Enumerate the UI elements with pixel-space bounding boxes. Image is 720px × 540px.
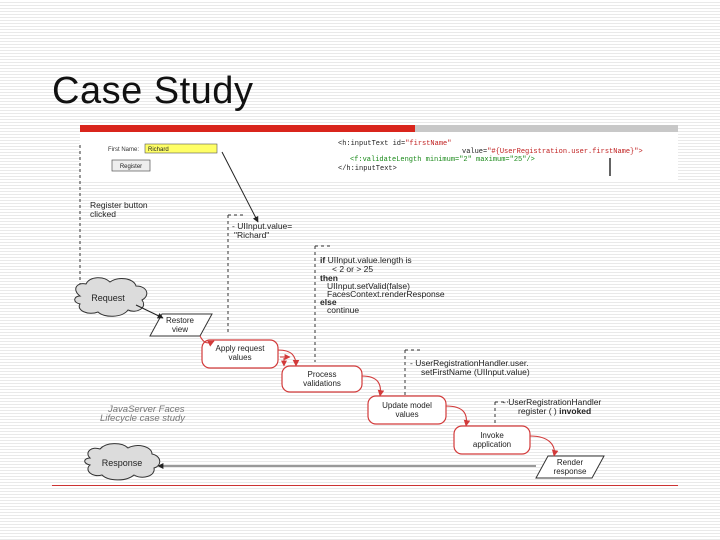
code-line-4: </h:inputText> bbox=[338, 165, 397, 173]
invoke-note-line-2: register ( ) invoked bbox=[518, 406, 591, 416]
invoke-note-line-1: - UserRegistrationHandler bbox=[503, 397, 601, 407]
first-name-value: Richard bbox=[148, 147, 169, 153]
restore-label-1: Restore bbox=[166, 316, 195, 325]
invoke-note-call: register ( ) bbox=[518, 406, 559, 416]
restore-view-box: Restore view bbox=[149, 313, 213, 337]
code-line-1-value: "firstName" bbox=[405, 140, 451, 148]
phase-flow-arrows bbox=[199, 335, 559, 457]
uiinput-note-line-1: - UIInput.value= bbox=[232, 221, 292, 231]
dashed-connectors bbox=[79, 145, 508, 430]
validate-render: FacesContext.renderResponse bbox=[327, 289, 445, 299]
validate-continue: continue bbox=[327, 305, 359, 315]
caption-line-2: Lifecycle case study bbox=[100, 413, 186, 424]
code-line-3-attrs: minimum="2" maximum="25"/> bbox=[421, 156, 534, 164]
model-note-line-1: - UserRegistrationHandler.user. bbox=[410, 358, 529, 368]
validate-if-keyword: if bbox=[320, 255, 325, 265]
uiinput-note-line-2: "Richard" bbox=[234, 230, 269, 240]
code-line-1: <h:inputText id="firstName" bbox=[338, 140, 451, 148]
model-note-line-2: setFirstName (UIInput.value) bbox=[421, 367, 530, 377]
bottom-rule bbox=[52, 485, 678, 486]
title-underline-red bbox=[80, 125, 415, 132]
first-name-label: First Name: bbox=[108, 147, 139, 153]
render-label-2: response bbox=[554, 467, 587, 476]
request-to-restore-arrow bbox=[135, 304, 164, 319]
validate-setvalid: UIInput.setValid(false) bbox=[327, 281, 410, 291]
validate-if-rest: UIInput.value.length is bbox=[325, 255, 411, 265]
code-line-2: value="#{UserRegistration.user.firstName… bbox=[462, 148, 643, 156]
code-line-1-tag: <h:inputText id= bbox=[338, 140, 405, 148]
title-underline-gray bbox=[415, 125, 678, 132]
register-clicked-line-1: Register button bbox=[90, 200, 148, 210]
invoke-application-box: Invoke application bbox=[453, 425, 531, 455]
first-name-field bbox=[144, 143, 218, 154]
render-response-box: Render response bbox=[535, 455, 605, 479]
side-arrows bbox=[280, 354, 291, 367]
code-line-2-attr: value= bbox=[462, 148, 487, 156]
invoke-label-1: Invoke bbox=[480, 431, 504, 440]
process-validations-box: Process validations bbox=[281, 365, 363, 393]
code-line-3-tag: <f:validateLength bbox=[350, 156, 421, 164]
response-cloud: Response bbox=[84, 443, 161, 481]
apply-label-1: Apply request bbox=[216, 344, 266, 353]
validate-if-line: if UIInput.value.length is bbox=[320, 255, 412, 265]
process-label-2: validations bbox=[303, 379, 341, 388]
response-label: Response bbox=[102, 458, 143, 468]
content-panel bbox=[80, 133, 678, 181]
validate-else: else bbox=[320, 297, 337, 307]
render-label-1: Render bbox=[557, 458, 584, 467]
restore-label-2: view bbox=[172, 325, 188, 334]
code-line-3: <f:validateLength minimum="2" maximum="2… bbox=[350, 156, 535, 164]
register-button-label: Register bbox=[120, 164, 142, 170]
request-label: Request bbox=[91, 293, 125, 303]
field-to-uiinput-arrow bbox=[221, 151, 259, 223]
update-label-2: values bbox=[395, 410, 418, 419]
update-model-values-box: Update model values bbox=[367, 395, 447, 425]
register-clicked-line-2: clicked bbox=[90, 209, 116, 219]
slide-title: Case Study bbox=[52, 70, 254, 112]
validate-then: then bbox=[320, 273, 338, 283]
code-line-2-value: "#{UserRegistration.user.firstName}"> bbox=[487, 148, 642, 156]
invoke-note-invoked: invoked bbox=[559, 406, 591, 416]
register-button bbox=[111, 159, 151, 172]
invoke-label-2: application bbox=[473, 440, 511, 449]
request-cloud: Request bbox=[74, 277, 148, 317]
update-label-1: Update model bbox=[382, 401, 432, 410]
apply-request-values-box: Apply request values bbox=[201, 339, 279, 369]
validate-range: < 2 or > 25 bbox=[332, 264, 373, 274]
process-label-1: Process bbox=[308, 370, 337, 379]
caption-line-1: JavaServer Faces bbox=[107, 404, 185, 415]
apply-label-2: values bbox=[228, 353, 251, 362]
